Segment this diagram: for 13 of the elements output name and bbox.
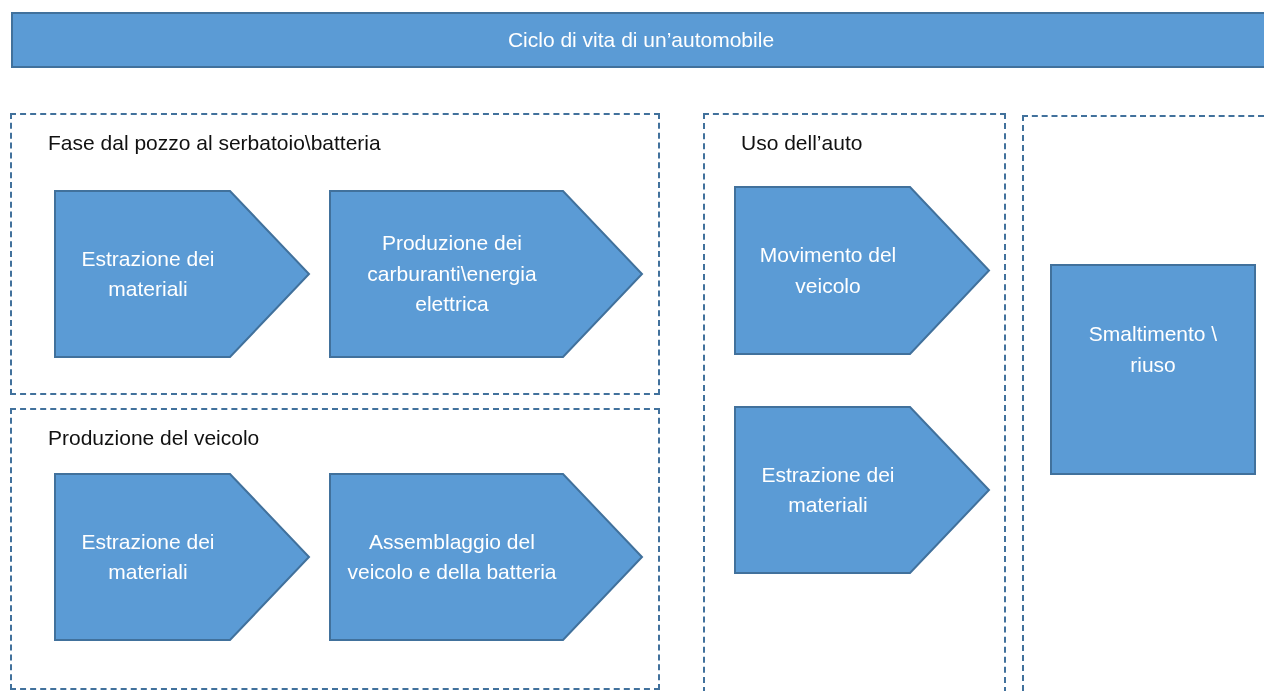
step-label: Movimento del veicolo <box>758 242 898 299</box>
step-label: Assemblaggio del veicolo e della batteria <box>346 528 558 585</box>
step-label: Estrazione dei materiali <box>760 461 896 518</box>
group-heading: Produzione del veicolo <box>48 426 260 450</box>
step-label: Smaltimento \ riuso <box>1087 321 1219 378</box>
step-label: Produzione dei carburanti\energia elettrica <box>366 230 538 318</box>
group-heading: Fase dal pozzo al serbatoio\batteria <box>48 131 381 155</box>
title-banner: Ciclo di vita di un’automobile <box>11 12 1264 68</box>
step-label: Estrazione dei materiali <box>80 245 216 302</box>
group-heading: Uso dell’auto <box>741 131 863 155</box>
step-label: Estrazione dei materiali <box>80 528 216 585</box>
dashed-group-frame <box>1022 115 1264 691</box>
process-box <box>1050 264 1256 475</box>
